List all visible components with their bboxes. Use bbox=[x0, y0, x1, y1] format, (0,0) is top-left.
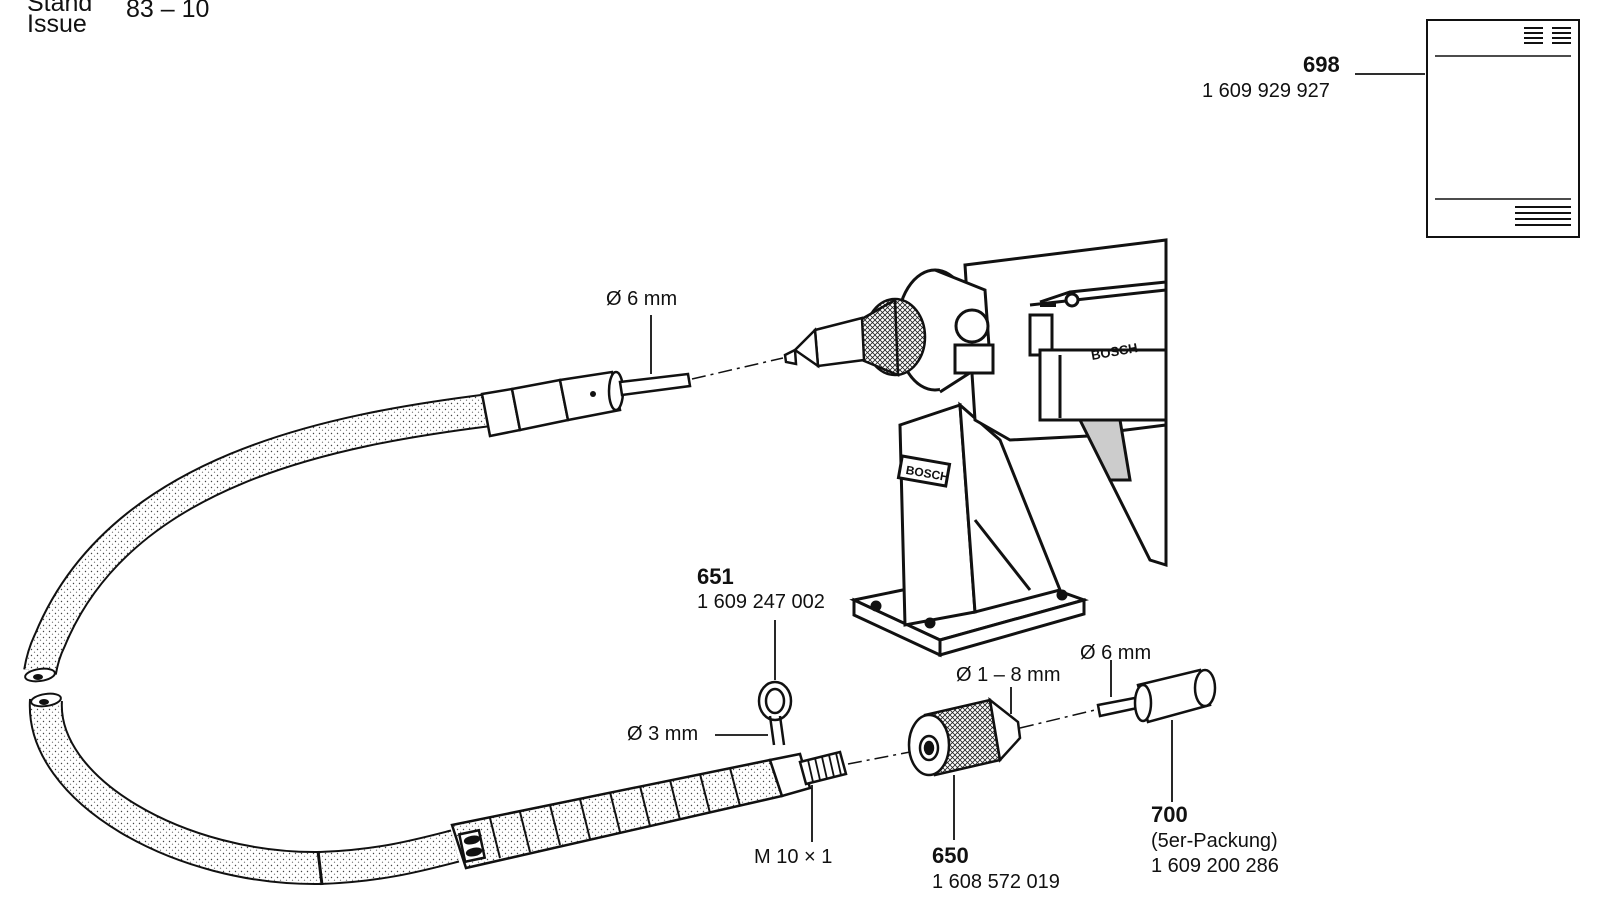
issue-label-en: Issue bbox=[27, 10, 87, 38]
dimension-chuck-range: Ø 1 – 8 mm bbox=[956, 664, 1061, 686]
drill-body: BOSCH bbox=[963, 238, 1168, 568]
flexible-shaft-hose bbox=[23, 393, 493, 886]
dimension-thread: M 10 × 1 bbox=[754, 846, 833, 868]
part-number-698: 698 bbox=[1303, 52, 1340, 77]
dimension-tool-shank: Ø 6 mm bbox=[1080, 642, 1152, 664]
issue-label-de: Stand bbox=[27, 0, 93, 17]
leader-lines bbox=[650, 73, 1425, 842]
part-code-651: 1 609 247 002 bbox=[697, 591, 825, 613]
part-note-700: (5er-Packung) bbox=[1151, 830, 1278, 852]
part-number-650: 650 bbox=[932, 843, 969, 868]
part-code-650: 1 608 572 019 bbox=[932, 871, 1060, 893]
part-code-700: 1 609 200 286 bbox=[1151, 855, 1279, 877]
part-code-698: 1 609 929 927 bbox=[1202, 80, 1330, 102]
drill-chuck bbox=[783, 297, 927, 377]
dimension-pin: Ø 3 mm bbox=[627, 723, 699, 745]
assembly-axes bbox=[691, 357, 1096, 765]
locking-pin bbox=[757, 680, 793, 746]
part-number-700: 700 bbox=[1151, 802, 1188, 827]
keyless-chuck bbox=[907, 697, 1022, 777]
mounted-point-tool bbox=[1096, 668, 1217, 724]
issue-date: 83 – 10 bbox=[126, 0, 210, 23]
instruction-manual bbox=[1426, 19, 1580, 238]
drive-end-coupling bbox=[480, 370, 692, 438]
part-number-651: 651 bbox=[697, 564, 734, 589]
handpiece bbox=[450, 750, 848, 870]
drill-stand: BOSCH bbox=[849, 401, 1089, 658]
dimension-shaft-end: Ø 6 mm bbox=[606, 288, 678, 310]
